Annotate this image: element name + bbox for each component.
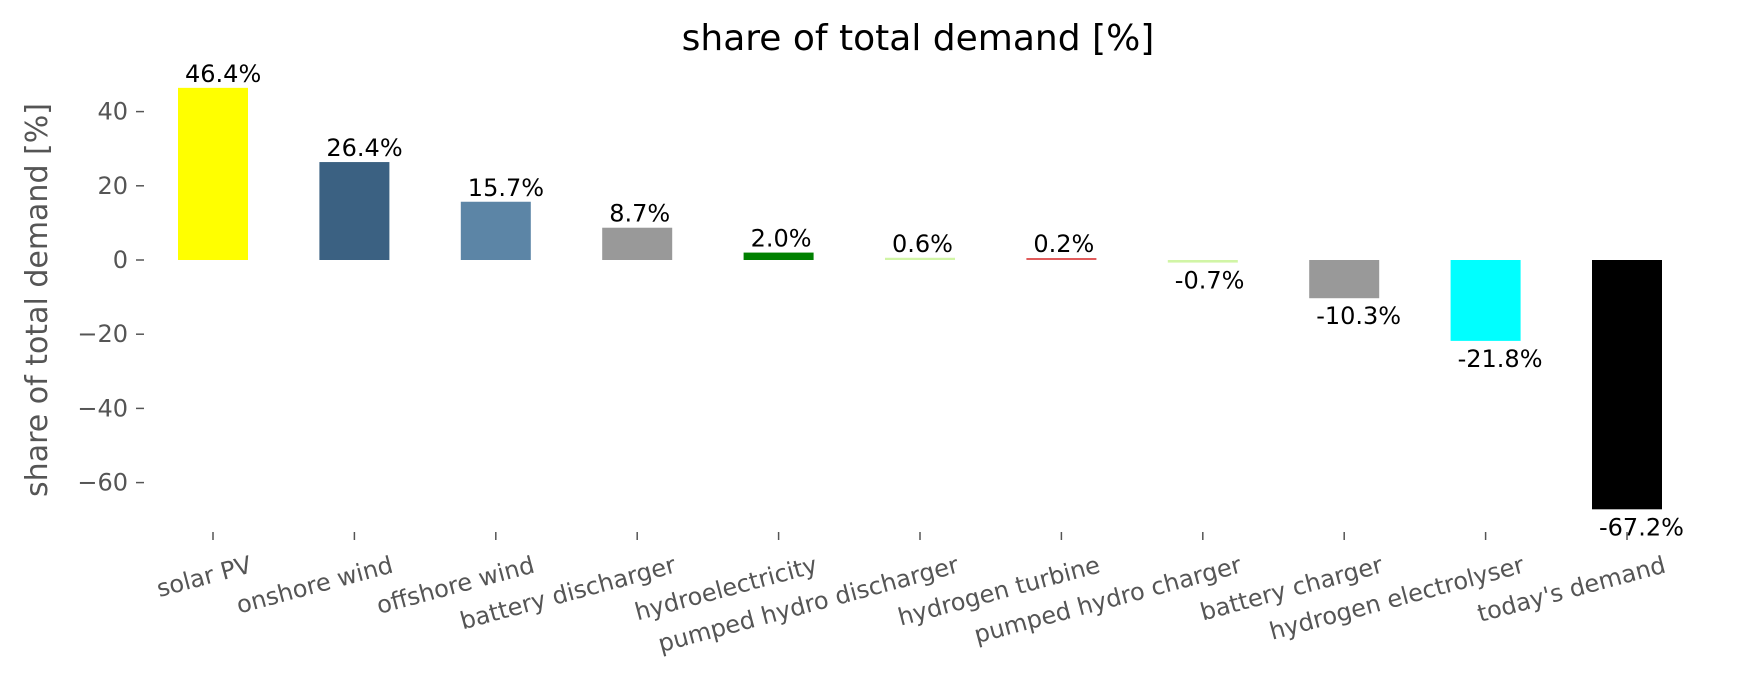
bar: [602, 227, 673, 260]
y-tick-label: 0: [113, 246, 128, 274]
bar: [1167, 260, 1238, 263]
bars: [178, 87, 1662, 510]
bar: [885, 257, 955, 260]
data-label: -0.7%: [1175, 267, 1245, 295]
x-tick-label: onshore wind: [233, 551, 396, 620]
data-label: 46.4%: [185, 60, 261, 88]
y-tick-label: 20: [97, 172, 128, 200]
data-labels: 46.4% 26.4% 15.7% 8.7% 2.0% 0.6% 0.2% -0.7% -10.…: [185, 60, 1684, 541]
y-tick-label: −20: [77, 320, 128, 348]
data-label: -67.2%: [1599, 513, 1684, 541]
data-label: -10.3%: [1316, 302, 1401, 330]
data-label: 8.7%: [609, 200, 670, 228]
bar: [1309, 260, 1380, 299]
data-label: 26.4%: [326, 134, 402, 162]
y-axis-label: share of total demand [%]: [20, 103, 55, 497]
data-label: -21.8%: [1458, 345, 1543, 373]
data-label: 15.7%: [468, 174, 544, 202]
y-tick-label: −40: [77, 394, 128, 422]
bar: [460, 201, 531, 260]
data-label: 2.0%: [751, 225, 812, 253]
bar: [1592, 260, 1662, 510]
bar: [178, 87, 248, 260]
y-tick-label: −60: [77, 469, 128, 497]
bar: [1450, 260, 1521, 341]
bar: [319, 162, 390, 260]
chart-title: share of total demand [%]: [682, 18, 1155, 59]
data-label: 0.2%: [1033, 230, 1094, 258]
y-axis-ticks: 40 20 0 −20 −40 −60: [77, 98, 144, 497]
data-label: 0.6%: [892, 230, 953, 258]
y-tick-label: 40: [97, 98, 128, 126]
bar: [1026, 258, 1097, 260]
bar: [743, 252, 814, 260]
